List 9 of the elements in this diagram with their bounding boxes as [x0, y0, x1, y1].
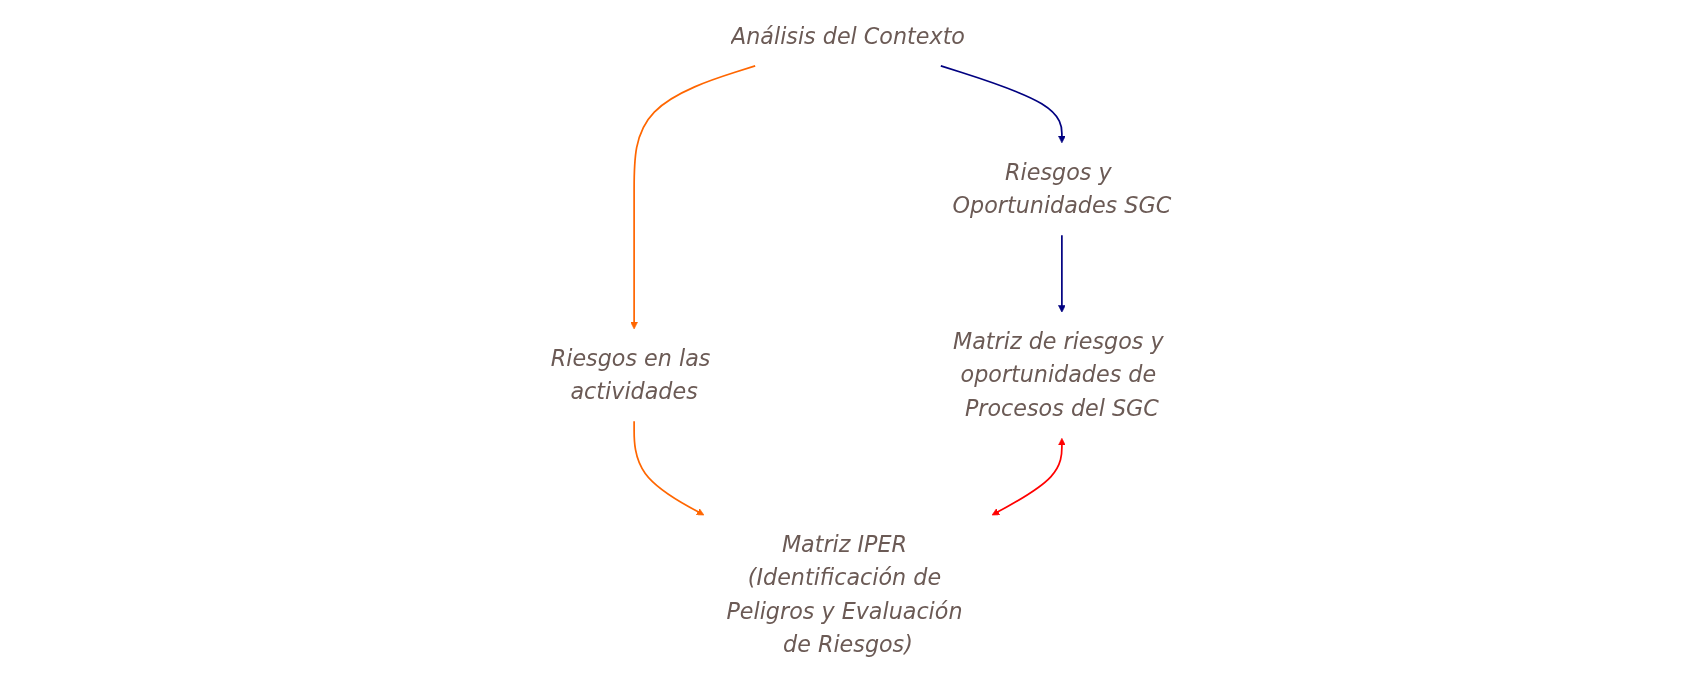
arrow: [991, 438, 1066, 516]
node-text: Matriz de riesgos y oportunidades de Procesos del SGC: [953, 328, 1164, 421]
node-text: Matriz IPER (Identificación de Peligros y Evaluación de Riesgos): [726, 531, 963, 658]
arrow: [1058, 234, 1066, 313]
arrow: [630, 65, 757, 330]
node-text: Riesgos y Oportunidades SGC: [952, 159, 1172, 219]
arrow: [939, 65, 1066, 144]
node-text: Riesgos en las actividades: [550, 345, 711, 405]
arrow: [633, 420, 705, 516]
